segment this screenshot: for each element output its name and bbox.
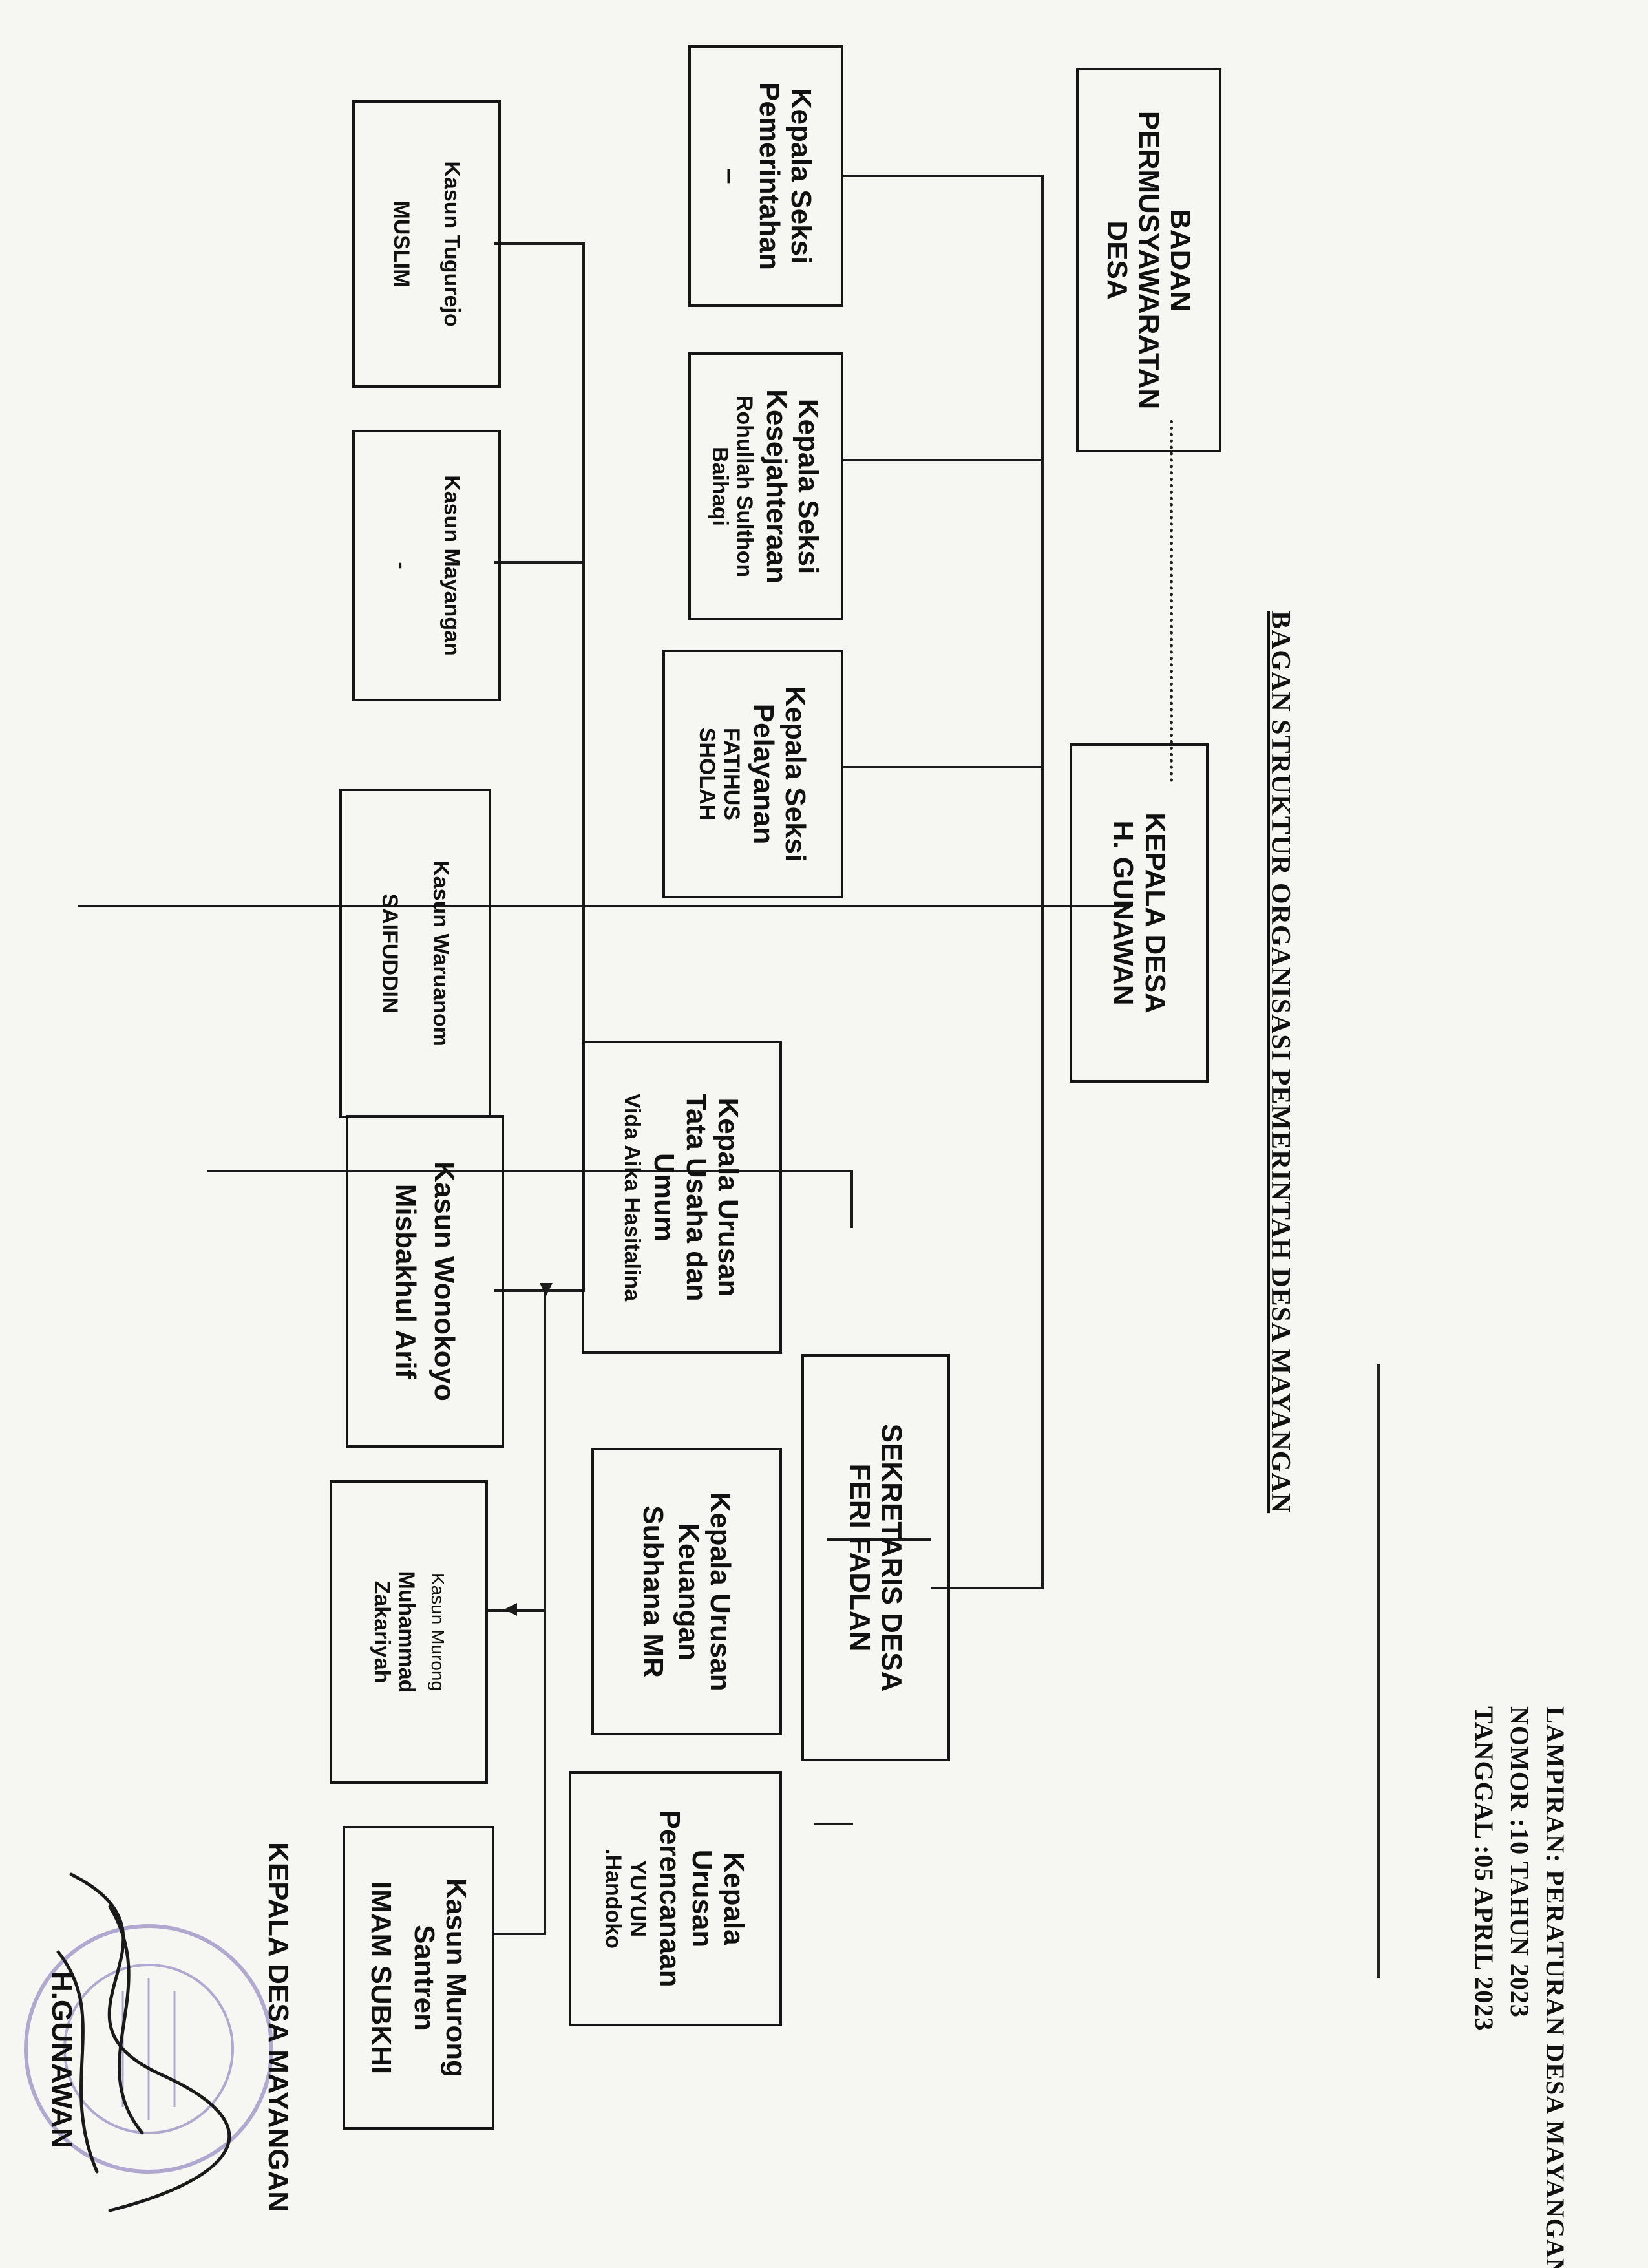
handwritten-signature — [56, 1872, 231, 2212]
arrow-right-icon — [540, 1283, 553, 1296]
signature-role: KEPALA DESA MAYANGAN — [262, 1842, 294, 2212]
village-stamp — [24, 1924, 273, 2174]
signature-name: H.GUNAWAN — [46, 1971, 78, 2148]
arrow-down-icon — [504, 1603, 517, 1616]
